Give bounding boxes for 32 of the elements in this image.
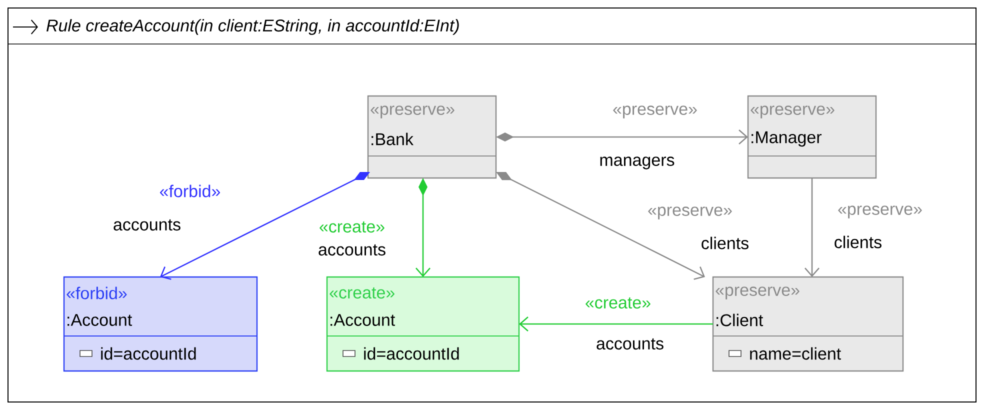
attribute-text: id=accountId <box>101 347 196 360</box>
edge-label: «forbid» <box>158 184 222 198</box>
role-label: clients <box>700 236 750 250</box>
stereotype-label: «preserve» <box>750 106 834 118</box>
object-name: :Manager <box>752 131 822 147</box>
object-name: :Account <box>330 314 396 326</box>
stereotype-label: «create» <box>330 287 394 299</box>
edge-label: «create» <box>584 296 652 310</box>
attribute-text: id=accountId <box>364 347 459 360</box>
role-label: accounts <box>317 243 388 257</box>
role-label: accounts <box>112 218 182 232</box>
object-name: :Bank <box>372 132 414 146</box>
edge-label: «preserve» <box>611 104 699 120</box>
object-box <box>747 95 877 179</box>
object-box <box>63 276 258 372</box>
stereotype-label: «forbid» <box>66 286 127 300</box>
object-box <box>326 276 520 372</box>
object-box <box>712 276 904 372</box>
edge-label: «create» <box>318 220 386 234</box>
attribute-text: name=client <box>750 347 841 360</box>
association-arrow <box>804 178 820 277</box>
association-arrow <box>519 316 713 332</box>
role-label: clients <box>832 234 884 250</box>
object-name: :Account <box>68 314 132 326</box>
object-name: :Client <box>716 314 764 326</box>
stereotype-label: «preserve» <box>716 286 800 300</box>
stereotype-label: «preserve» <box>370 106 454 118</box>
role-label: accounts <box>595 337 666 351</box>
edge-label: «preserve» <box>646 206 734 220</box>
edge-label: «preserve» <box>836 204 924 220</box>
role-label: managers <box>598 156 676 170</box>
object-box <box>367 95 497 179</box>
